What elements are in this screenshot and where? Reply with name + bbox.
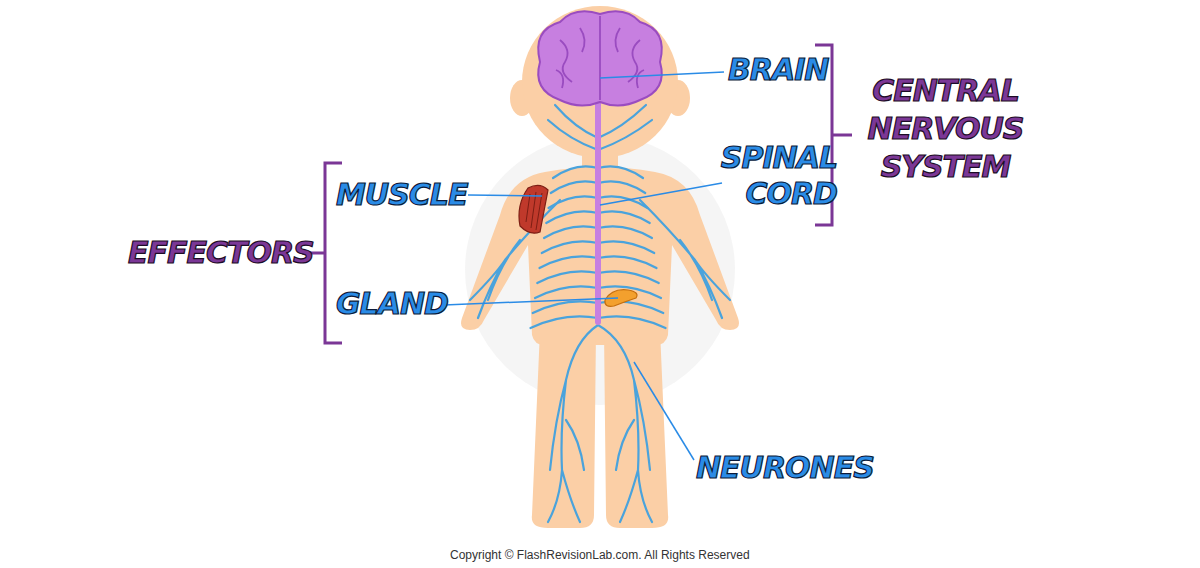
nerve-branch	[540, 256, 599, 268]
spinal-cord-illustration	[595, 100, 601, 325]
leader-lines	[444, 72, 724, 460]
muscle-illustration	[519, 185, 548, 233]
neurones-leader	[634, 362, 694, 460]
part-label: MUSCLE	[336, 177, 467, 213]
copyright-note: Copyright © FlashRevisionLab.com. All Ri…	[450, 548, 750, 562]
part-label: GLAND	[336, 286, 448, 322]
nerve-branch	[546, 211, 598, 223]
nerve-branch	[531, 316, 599, 328]
brain-leader	[600, 72, 724, 78]
nerve-branch	[553, 166, 598, 178]
spinal-cord-leader	[600, 183, 722, 205]
nerve-branch	[551, 181, 598, 193]
gland-leader	[444, 298, 618, 305]
child-body	[461, 6, 739, 528]
nerve-branch	[549, 196, 599, 208]
part-label: NEURONES	[696, 450, 874, 486]
nerve-branch	[598, 316, 666, 328]
nerve-branch	[542, 241, 598, 253]
nerve-branch	[535, 286, 598, 298]
part-label: BRAIN	[728, 52, 828, 88]
nerve-branch	[598, 226, 652, 238]
part-label: SPINAL CORD	[712, 140, 837, 212]
nerve-branch	[598, 211, 650, 223]
nerve-branch	[544, 226, 598, 238]
nerve-branch	[598, 241, 654, 253]
brackets	[302, 45, 852, 343]
nerve-branch	[533, 301, 598, 313]
nerve-branch	[598, 166, 643, 178]
nerve-branch	[598, 256, 657, 268]
nerve-branch	[598, 271, 659, 283]
nerve-branch	[537, 271, 598, 283]
muscle-leader	[468, 195, 542, 196]
brain-illustration	[538, 11, 662, 105]
nerve-branch	[598, 181, 645, 193]
group-label: CENTRAL NERVOUS SYSTEM	[858, 72, 1033, 186]
group-label: EFFECTORS	[128, 234, 314, 272]
